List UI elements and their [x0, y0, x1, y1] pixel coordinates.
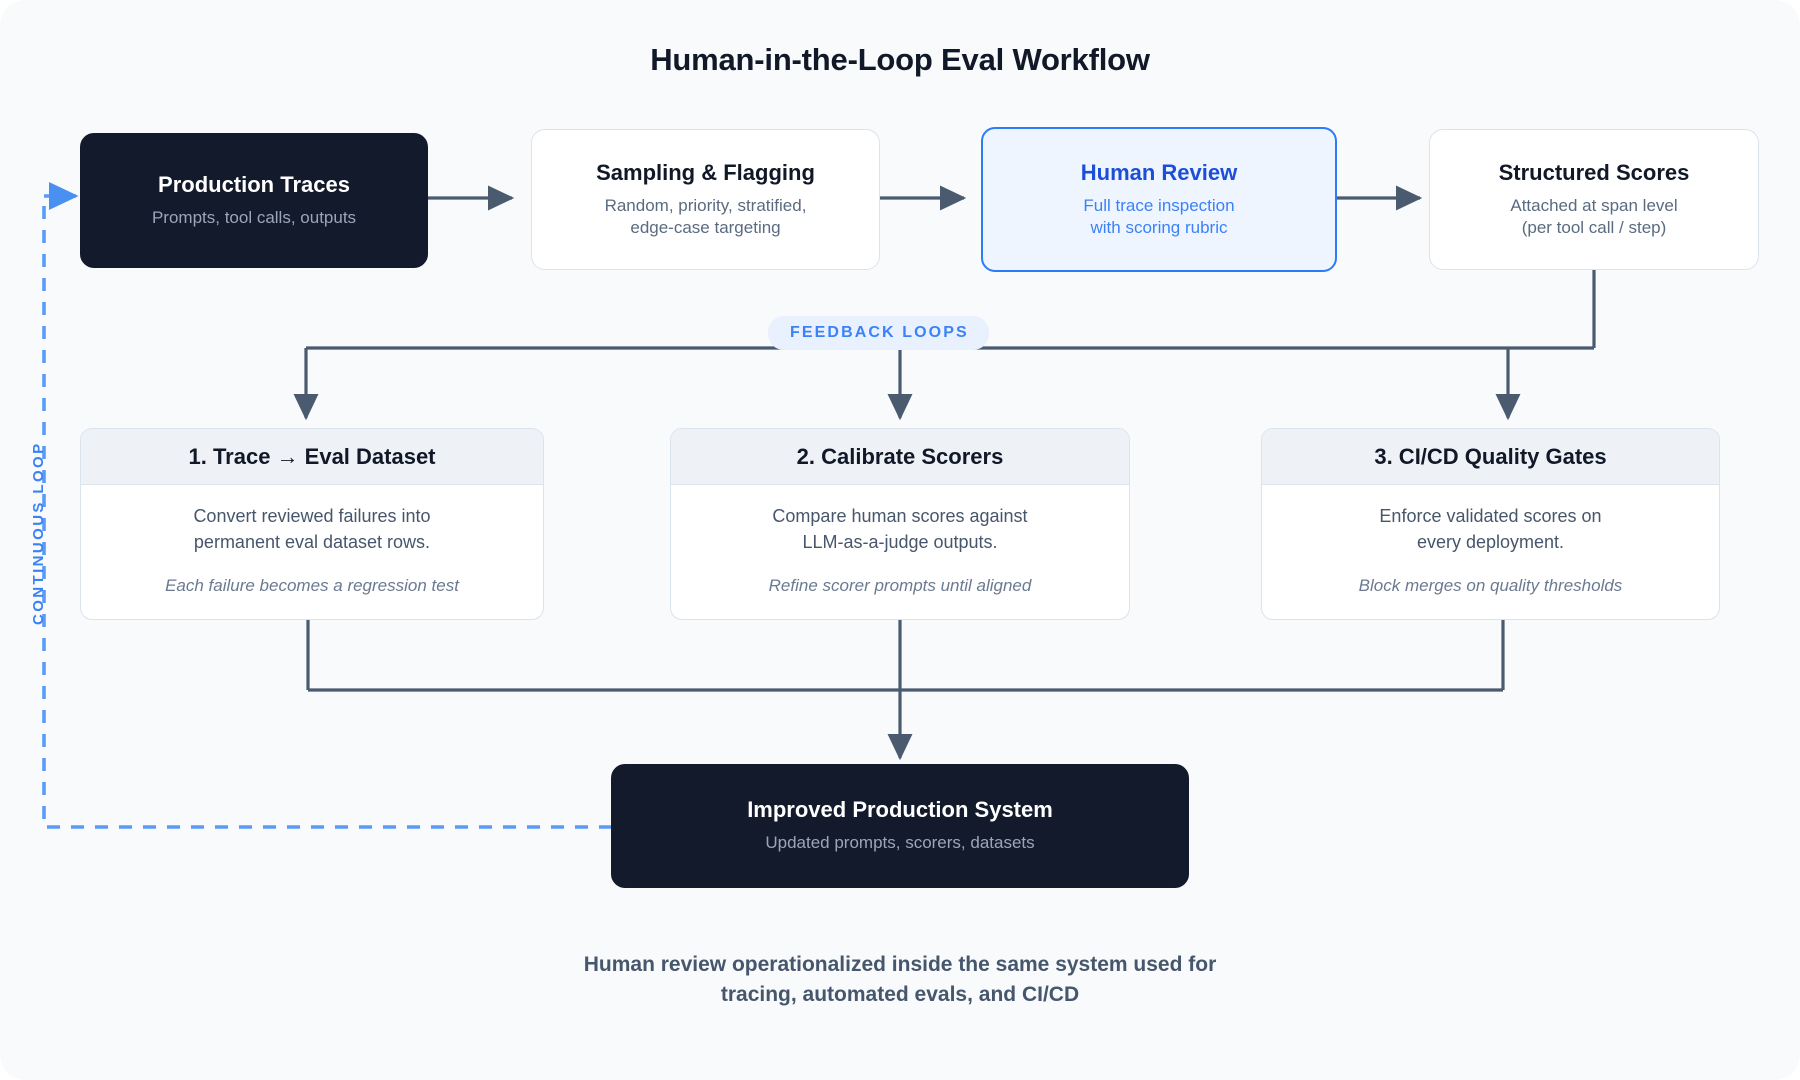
node-title: Improved Production System: [747, 797, 1053, 823]
card-heading: 3. CI/CD Quality Gates: [1262, 429, 1719, 485]
footer-caption: Human review operationalized inside the …: [583, 953, 1217, 1007]
card-note: Refine scorer prompts until aligned: [768, 575, 1032, 595]
card-note: Block merges on quality thresholds: [1358, 575, 1623, 595]
node-title: Structured Scores: [1498, 159, 1690, 185]
node-title: Human Review: [1080, 159, 1238, 185]
node-title: Sampling & Flagging: [596, 159, 815, 185]
card-body: Convert reviewed failures into permanent…: [81, 485, 543, 619]
card-description: Enforce validated scores on every deploy…: [1379, 506, 1602, 552]
card-description: Convert reviewed failures into permanent…: [193, 506, 431, 552]
card-note: Each failure becomes a regression test: [165, 575, 459, 595]
node-human-review[interactable]: Human Review Full trace inspection with …: [981, 127, 1337, 272]
feedback-loops-badge: FEEDBACK LOOPS: [768, 316, 989, 350]
node-sampling-flagging[interactable]: Sampling & Flagging Random, priority, st…: [531, 129, 880, 270]
card-trace-to-eval-dataset[interactable]: 1. Trace → Eval Dataset Convert reviewed…: [80, 428, 544, 620]
card-body: Enforce validated scores on every deploy…: [1262, 485, 1719, 619]
node-subtitle: Updated prompts, scorers, datasets: [765, 833, 1035, 853]
card-description: Compare human scores against LLM-as-a-ju…: [772, 506, 1028, 552]
node-structured-scores[interactable]: Structured Scores Attached at span level…: [1429, 129, 1759, 270]
node-subtitle: Random, priority, stratified, edge-case …: [604, 195, 807, 237]
node-production-traces[interactable]: Production Traces Prompts, tool calls, o…: [80, 133, 428, 268]
node-title: Production Traces: [158, 171, 350, 197]
card-calibrate-scorers[interactable]: 2. Calibrate Scorers Compare human score…: [670, 428, 1130, 620]
card-heading: 2. Calibrate Scorers: [671, 429, 1129, 485]
node-subtitle: Attached at span level (per tool call / …: [1510, 195, 1678, 237]
page-title: Human-in-the-Loop Eval Workflow: [650, 42, 1150, 77]
card-heading: 1. Trace → Eval Dataset: [81, 429, 543, 485]
card-cicd-quality-gates[interactable]: 3. CI/CD Quality Gates Enforce validated…: [1261, 428, 1720, 620]
node-subtitle: Prompts, tool calls, outputs: [151, 207, 357, 227]
node-improved-production-system[interactable]: Improved Production System Updated promp…: [611, 764, 1189, 888]
node-subtitle: Full trace inspection with scoring rubri…: [1083, 195, 1235, 237]
continuous-loop-label: CONTINUOUS LOOP: [30, 441, 47, 625]
card-body: Compare human scores against LLM-as-a-ju…: [671, 485, 1129, 619]
